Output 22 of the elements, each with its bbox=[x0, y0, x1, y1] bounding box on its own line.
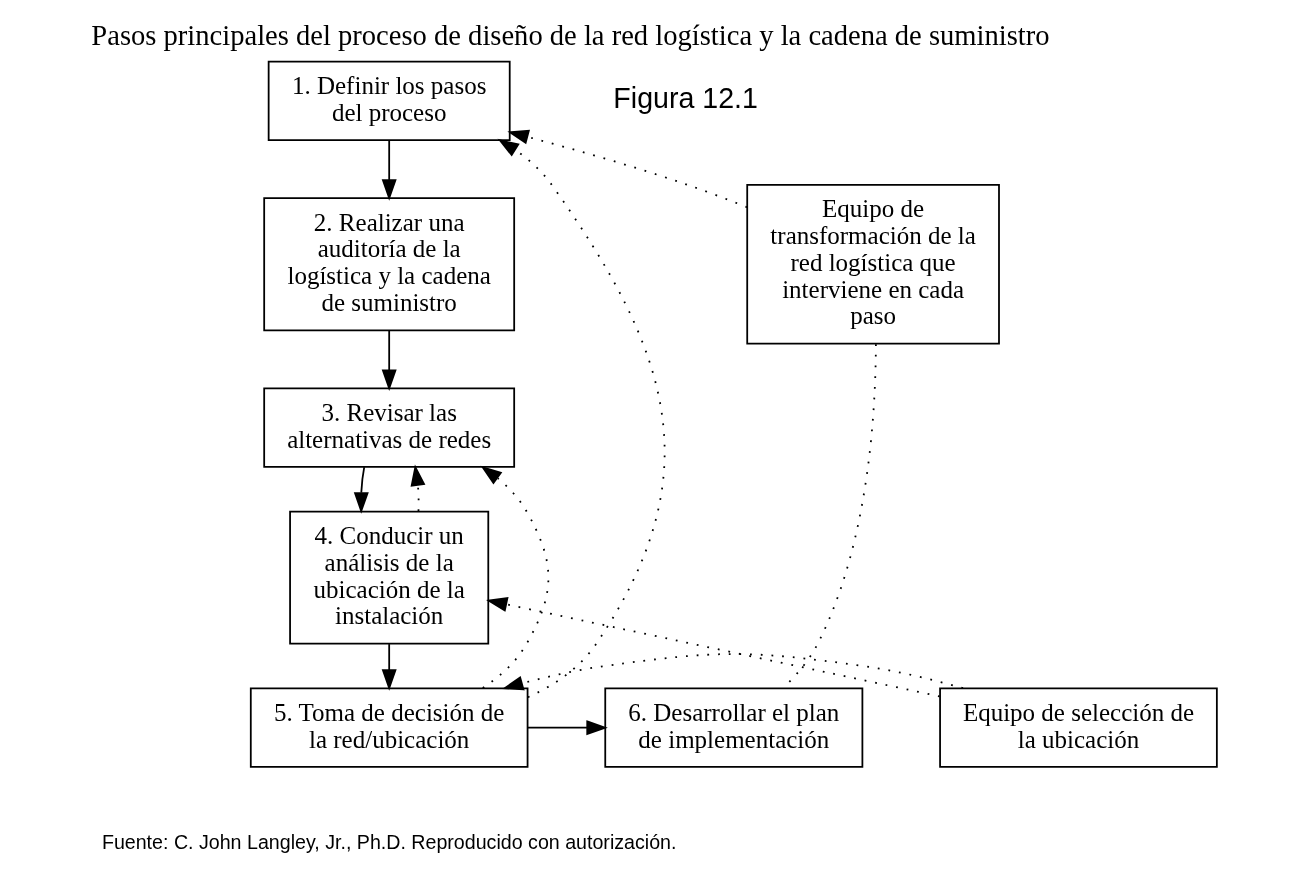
arrow bbox=[497, 138, 666, 699]
arrow bbox=[486, 597, 941, 698]
arrow bbox=[381, 329, 397, 391]
arrow bbox=[381, 643, 397, 691]
node-box: Equipo de selección de la ubicación bbox=[939, 687, 1218, 768]
node-box: 3. Revisar las alternativas de redes bbox=[263, 387, 516, 468]
arrow bbox=[526, 720, 608, 736]
arrow bbox=[410, 464, 426, 512]
node-box: 1. Definir los pasos del proceso bbox=[267, 60, 511, 142]
node-box: 5. Toma de decisión de la red/ubicación bbox=[249, 687, 529, 768]
node-box: 2. Realizar una auditoría de la logística y la cadena de suministro bbox=[263, 197, 516, 332]
node-box: 6. Desarrollar el plan de implementación bbox=[604, 687, 864, 768]
arrow bbox=[502, 653, 964, 691]
diagram-title: Pasos principales del proceso de diseño de la red logística y la cadena de suministro bbox=[91, 20, 1050, 52]
caption: Fuente: C. John Langley, Jr., Ph.D. Reproducido con autorización. bbox=[101, 830, 677, 853]
node-box: Equipo de transformación de la red logística que interviene en cada paso bbox=[746, 183, 1000, 345]
arrow bbox=[480, 465, 550, 689]
label: Figura 12.1 bbox=[613, 81, 758, 114]
arrow bbox=[381, 139, 397, 201]
node-box: 4. Conducir un análisis de la ubicación de la instalación bbox=[289, 510, 490, 645]
arrow bbox=[507, 129, 748, 209]
arrow bbox=[353, 466, 369, 514]
